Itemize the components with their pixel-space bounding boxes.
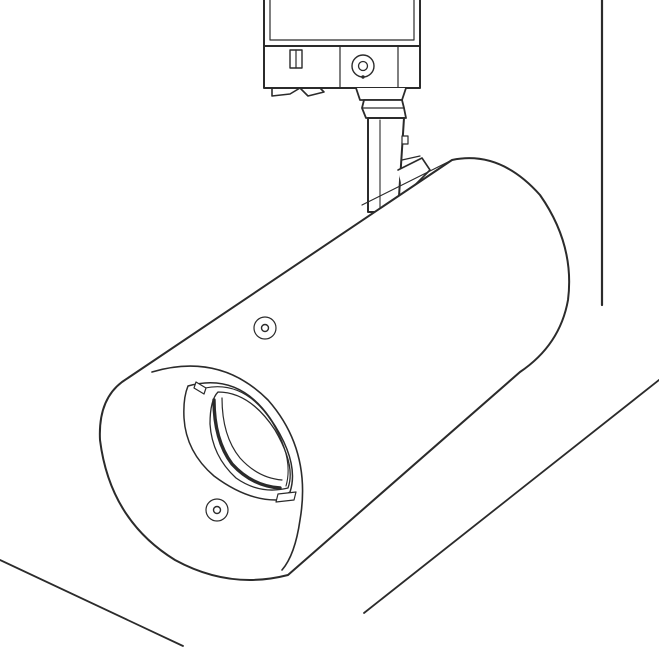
adapter-lock-knob-inner bbox=[357, 60, 369, 72]
adapter-top-block bbox=[263, 0, 421, 47]
lens-ring-dark bbox=[212, 398, 282, 490]
front-rim bbox=[151, 365, 304, 571]
track-adapter bbox=[263, 0, 421, 101]
adapter-body bbox=[263, 45, 421, 89]
arm-pivot-screw bbox=[401, 135, 409, 145]
lens-ring-outer bbox=[209, 391, 291, 491]
body-screw-upper-inner bbox=[260, 323, 270, 333]
retainer-tab-upper bbox=[193, 381, 207, 395]
adapter-lock-dot bbox=[361, 75, 365, 79]
body-silhouette bbox=[98, 157, 571, 581]
arm-bracket-lip bbox=[401, 155, 421, 161]
body-screw-upper-outer bbox=[253, 316, 277, 340]
lens-ring-inner bbox=[221, 397, 283, 481]
adapter-clip-right bbox=[355, 87, 407, 101]
floor-edge-left bbox=[0, 559, 184, 647]
reflector-ridge bbox=[204, 386, 289, 487]
arm-collar bbox=[361, 99, 407, 119]
body-top-back-edge bbox=[361, 159, 453, 206]
adapter-clip-left bbox=[271, 87, 325, 97]
body-screw-lower-inner bbox=[212, 505, 222, 515]
retainer-tab-lower bbox=[275, 491, 297, 503]
body-screw-lower-outer bbox=[205, 498, 229, 522]
front-face bbox=[151, 365, 304, 571]
spotlight-body bbox=[98, 157, 571, 581]
adapter-top-inner bbox=[269, 0, 415, 41]
floor-edge-right bbox=[363, 379, 659, 614]
